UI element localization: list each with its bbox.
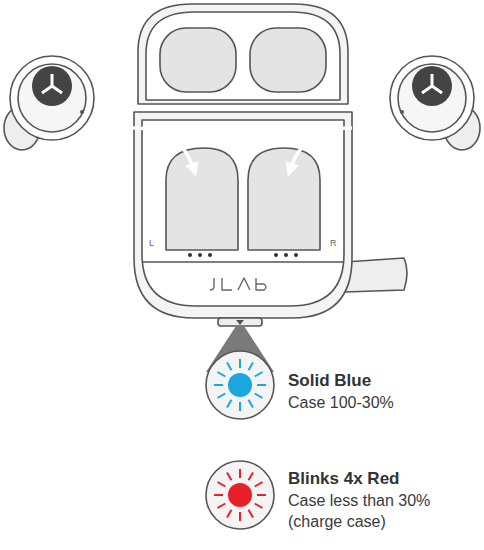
led-red [214, 469, 266, 521]
led-ray [257, 384, 266, 386]
earbud-left [10, 56, 94, 140]
led-blue [206, 351, 274, 419]
led-ray [249, 362, 254, 370]
led-red [228, 483, 252, 507]
earbud-right [390, 56, 474, 140]
led-ray [217, 394, 225, 399]
earbud-left [51, 74, 54, 86]
led-ray [214, 384, 223, 386]
insert-arrow [132, 128, 194, 170]
led-ray [227, 472, 232, 480]
led-blue [228, 373, 252, 397]
earbud-right [390, 56, 480, 150]
status-description: Case 100-30% [288, 393, 478, 414]
illustration [4, 4, 480, 529]
charging-pins [208, 253, 212, 257]
earbud-right [431, 74, 434, 86]
earbud-left [42, 74, 62, 93]
led-ray [214, 494, 223, 496]
earbud-right [400, 110, 404, 114]
led-ray [217, 504, 225, 509]
case-base [142, 261, 344, 263]
case-base [166, 148, 238, 250]
charging-pins [198, 253, 202, 257]
led-blue [214, 359, 266, 411]
insert-arrow [290, 128, 352, 170]
led-ray [255, 504, 263, 509]
earbud-left [32, 66, 72, 106]
earbud-left [42, 86, 52, 93]
led-ray [227, 510, 232, 518]
earbud-left [18, 64, 86, 132]
status-heading: Solid Blue [288, 370, 478, 392]
status-heading: Blinks 4x Red [288, 468, 478, 490]
case-clip [345, 258, 407, 292]
brand-logo [210, 278, 214, 290]
side-label: R [330, 238, 337, 250]
case-lid [138, 4, 348, 104]
case-clip [345, 258, 407, 292]
insert-arrow [132, 128, 352, 170]
earbud-right [432, 86, 442, 93]
case-lid [250, 28, 326, 92]
side-label: L [149, 238, 154, 250]
case-lid [146, 12, 340, 100]
led-ray [239, 512, 241, 521]
led-ray [239, 469, 241, 478]
led-ray [257, 494, 266, 496]
charging-pins [284, 253, 288, 257]
earbud-right [422, 86, 432, 93]
led-ray [255, 372, 263, 377]
led-window [218, 318, 262, 326]
led-ray [249, 472, 254, 480]
led-ray [217, 372, 225, 377]
led-ray [227, 400, 232, 408]
led-ray [249, 510, 254, 518]
brand-logo [238, 278, 250, 290]
charging-pins [188, 253, 298, 257]
led-ray [239, 402, 241, 411]
earbud-right [422, 74, 442, 93]
charging-pins [274, 253, 278, 257]
led-ray [239, 359, 241, 368]
led-ray [249, 400, 254, 408]
led-ray [255, 482, 263, 487]
charging-pins [294, 253, 298, 257]
case-lid [138, 4, 348, 104]
earbud-left [52, 86, 62, 93]
earbud-left [4, 56, 94, 150]
led-red [206, 461, 274, 529]
brand-logo [256, 278, 266, 290]
led-ray [217, 482, 225, 487]
led-ray [255, 394, 263, 399]
case-base [134, 112, 352, 318]
case-lid [160, 28, 236, 92]
earbud-left [80, 110, 84, 114]
led-blue [206, 351, 274, 419]
case-base [142, 120, 344, 306]
brand-logo [222, 278, 232, 290]
earbud-right [398, 64, 466, 132]
led-ray [227, 362, 232, 370]
charging-pins [188, 253, 192, 257]
brand-logo [210, 278, 266, 290]
led-window [218, 318, 262, 326]
led-window [236, 320, 244, 325]
status-description: Case less than 30% (charge case) [288, 491, 453, 533]
earbud-right [412, 66, 452, 106]
case-base [134, 112, 352, 318]
case-base [248, 148, 320, 250]
led-red [206, 461, 274, 529]
